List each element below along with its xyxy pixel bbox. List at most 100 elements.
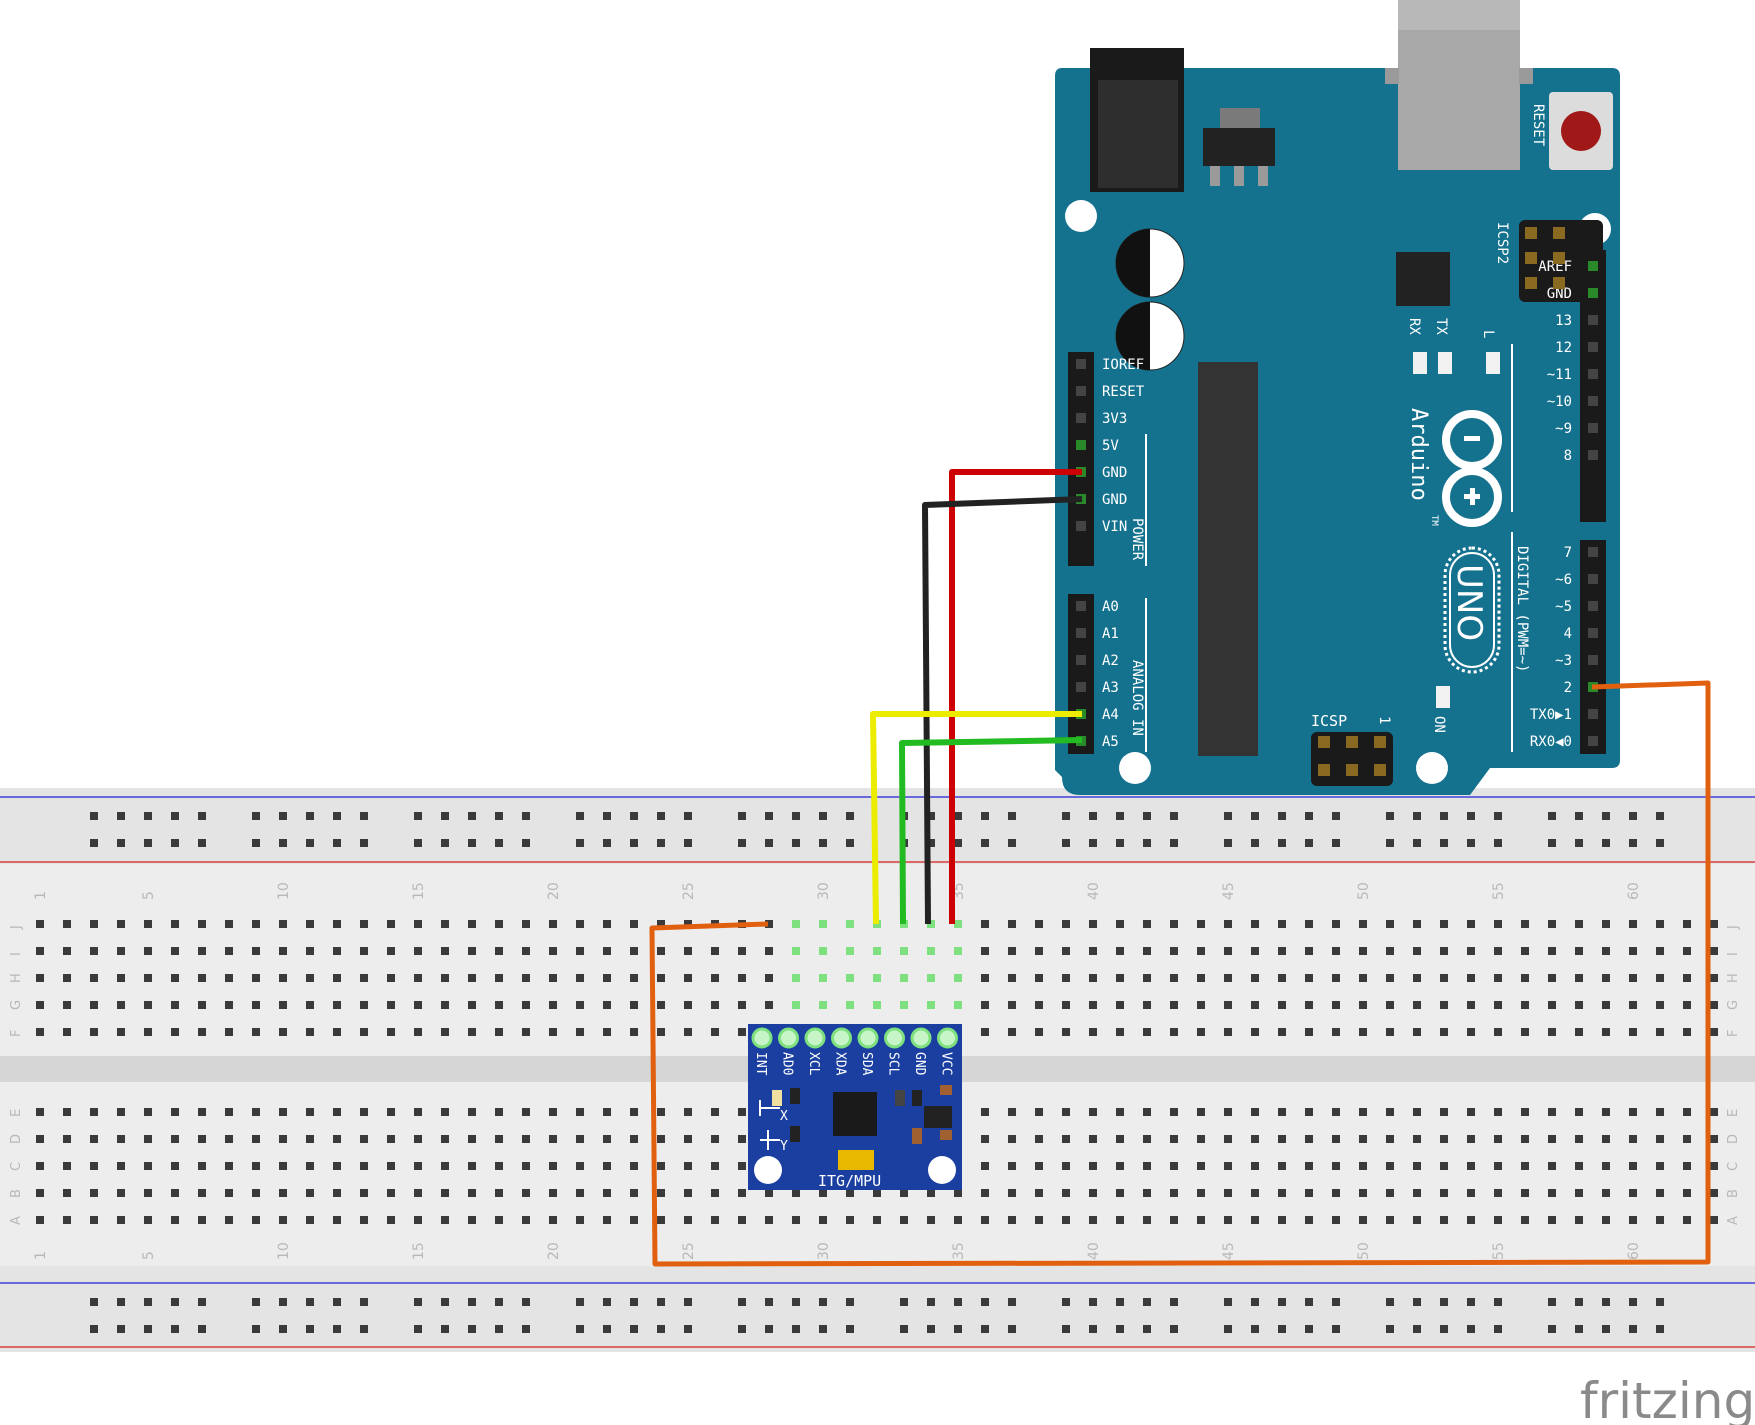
breadboard-hole[interactable]: [684, 947, 692, 955]
power-rail-hole[interactable]: [1548, 1325, 1556, 1333]
breadboard-hole[interactable]: [711, 974, 719, 982]
breadboard-hole[interactable]: [387, 1028, 395, 1036]
breadboard-hole[interactable]: [1062, 974, 1070, 982]
breadboard-hole[interactable]: [1683, 1028, 1691, 1036]
power-rail-hole[interactable]: [333, 1325, 341, 1333]
power-rail-hole[interactable]: [279, 812, 287, 820]
breadboard-hole[interactable]: [1656, 1162, 1664, 1170]
breadboard-hole[interactable]: [1143, 947, 1151, 955]
breadboard-hole[interactable]: [1656, 1001, 1664, 1009]
breadboard-hole[interactable]: [1035, 1189, 1043, 1197]
power-rail-hole[interactable]: [252, 1325, 260, 1333]
header-pin[interactable]: [1588, 628, 1598, 638]
breadboard-hole[interactable]: [576, 1001, 584, 1009]
breadboard-hole[interactable]: [1197, 1001, 1205, 1009]
power-rail-hole[interactable]: [1305, 1325, 1313, 1333]
breadboard-hole[interactable]: [1521, 920, 1529, 928]
header-pin[interactable]: [1588, 315, 1598, 325]
breadboard-hole[interactable]: [1521, 1108, 1529, 1116]
breadboard-hole[interactable]: [36, 1189, 44, 1197]
breadboard-hole[interactable]: [225, 974, 233, 982]
power-rail-hole[interactable]: [1494, 1298, 1502, 1306]
power-rail-hole[interactable]: [1548, 1298, 1556, 1306]
breadboard-hole[interactable]: [252, 1135, 260, 1143]
breadboard-hole[interactable]: [1116, 1028, 1124, 1036]
power-rail-hole[interactable]: [1116, 1325, 1124, 1333]
breadboard-hole[interactable]: [387, 1216, 395, 1224]
breadboard-hole[interactable]: [1116, 1135, 1124, 1143]
power-rail-hole[interactable]: [630, 812, 638, 820]
power-rail-hole[interactable]: [927, 812, 935, 820]
breadboard-hole[interactable]: [630, 1001, 638, 1009]
breadboard-hole[interactable]: [1116, 947, 1124, 955]
breadboard-hole[interactable]: [1332, 974, 1340, 982]
breadboard-hole[interactable]: [630, 974, 638, 982]
breadboard-hole[interactable]: [198, 1135, 206, 1143]
breadboard-hole[interactable]: [1683, 1135, 1691, 1143]
breadboard-hole[interactable]: [1602, 974, 1610, 982]
power-rail-hole[interactable]: [279, 1298, 287, 1306]
power-rail-hole[interactable]: [468, 812, 476, 820]
breadboard-hole[interactable]: [603, 1028, 611, 1036]
breadboard-hole[interactable]: [1602, 947, 1610, 955]
breadboard-hole[interactable]: [657, 920, 665, 928]
breadboard-hole[interactable]: [252, 920, 260, 928]
breadboard-hole[interactable]: [1008, 1108, 1016, 1116]
breadboard-hole[interactable]: [522, 947, 530, 955]
power-rail-hole[interactable]: [684, 1298, 692, 1306]
breadboard-hole[interactable]: [1575, 974, 1583, 982]
breadboard-hole[interactable]: [792, 920, 800, 928]
breadboard-hole[interactable]: [306, 1216, 314, 1224]
breadboard-hole[interactable]: [792, 1189, 800, 1197]
breadboard-hole[interactable]: [306, 1135, 314, 1143]
breadboard-hole[interactable]: [819, 974, 827, 982]
breadboard-hole[interactable]: [225, 1108, 233, 1116]
power-rail-hole[interactable]: [1224, 812, 1232, 820]
breadboard-hole[interactable]: [441, 1162, 449, 1170]
breadboard-hole[interactable]: [171, 947, 179, 955]
breadboard-hole[interactable]: [954, 1189, 962, 1197]
breadboard-hole[interactable]: [846, 1216, 854, 1224]
breadboard-hole[interactable]: [1440, 1001, 1448, 1009]
power-rail-hole[interactable]: [765, 1298, 773, 1306]
breadboard-hole[interactable]: [495, 920, 503, 928]
breadboard-hole[interactable]: [1197, 1135, 1205, 1143]
power-rail-hole[interactable]: [1494, 839, 1502, 847]
power-rail-hole[interactable]: [1629, 1325, 1637, 1333]
breadboard-hole[interactable]: [63, 1216, 71, 1224]
breadboard-hole[interactable]: [1332, 1162, 1340, 1170]
breadboard-hole[interactable]: [1332, 1028, 1340, 1036]
breadboard-hole[interactable]: [576, 1216, 584, 1224]
power-rail-hole[interactable]: [1413, 812, 1421, 820]
breadboard-hole[interactable]: [171, 1189, 179, 1197]
breadboard-hole[interactable]: [414, 1162, 422, 1170]
breadboard-hole[interactable]: [279, 974, 287, 982]
breadboard-hole[interactable]: [1386, 1135, 1394, 1143]
header-pin[interactable]: [1076, 386, 1086, 396]
breadboard-hole[interactable]: [225, 1028, 233, 1036]
breadboard-hole[interactable]: [1305, 1028, 1313, 1036]
breadboard-hole[interactable]: [1494, 920, 1502, 928]
breadboard-hole[interactable]: [36, 920, 44, 928]
power-rail-hole[interactable]: [1008, 812, 1016, 820]
power-rail-hole[interactable]: [171, 839, 179, 847]
breadboard-hole[interactable]: [1359, 1108, 1367, 1116]
breadboard-hole[interactable]: [630, 1189, 638, 1197]
breadboard-hole[interactable]: [441, 947, 449, 955]
breadboard-hole[interactable]: [1116, 1162, 1124, 1170]
breadboard-hole[interactable]: [765, 1216, 773, 1224]
breadboard-hole[interactable]: [1035, 920, 1043, 928]
power-rail-hole[interactable]: [684, 1325, 692, 1333]
breadboard-hole[interactable]: [1116, 920, 1124, 928]
icsp2-pin[interactable]: [1553, 252, 1565, 264]
header-pin[interactable]: [1076, 601, 1086, 611]
breadboard-hole[interactable]: [603, 920, 611, 928]
power-rail-hole[interactable]: [738, 1325, 746, 1333]
breadboard-hole[interactable]: [1062, 920, 1070, 928]
breadboard-hole[interactable]: [981, 947, 989, 955]
breadboard-hole[interactable]: [1062, 1162, 1070, 1170]
breadboard-hole[interactable]: [1494, 1108, 1502, 1116]
power-rail-hole[interactable]: [1575, 1325, 1583, 1333]
breadboard-hole[interactable]: [1548, 1216, 1556, 1224]
breadboard-hole[interactable]: [1710, 1001, 1718, 1009]
